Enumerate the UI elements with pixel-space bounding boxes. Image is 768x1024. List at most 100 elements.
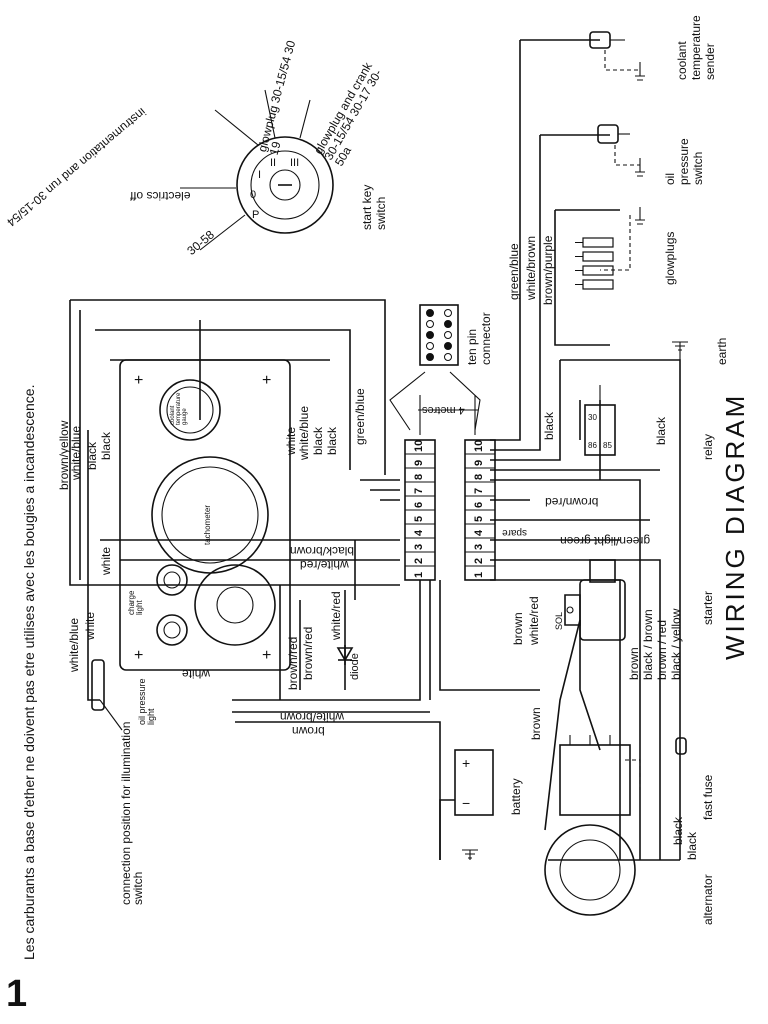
wire-white-brown-right: white/brown [524,235,538,300]
connector-pin-number: 3 [413,543,425,550]
svg-text:+: + [134,647,143,664]
wire-black-4: black [325,426,339,455]
connector-pin-number: 4 [413,529,425,536]
earth-label: earth [715,337,729,365]
wire-black-relay: black [542,411,556,440]
wire-white-red-bottom: white/red [329,591,343,640]
wire-black-brown-right: black / brown [641,609,655,680]
fast-fuse-label: fast fuse [701,774,715,820]
wire-black-relay-2: black [654,416,668,445]
wire-black-yellow-right: black / yellow [669,608,683,680]
glowplug [582,251,614,262]
wire-black-alt-2: black [685,831,699,860]
connector-pin-number: 2 [413,557,425,564]
ten-pin-dot [444,353,452,361]
pos-roman-III: III [290,157,300,169]
ten-pin-dot [444,309,452,317]
instrument-panel: + + + + [119,359,291,671]
relay-label: relay [701,433,715,460]
ten-pin-dot [426,353,434,361]
connector-pin-number: 6 [413,501,425,508]
wire-white-blue-mid: white/blue [297,405,311,460]
svg-text:−: − [462,795,470,811]
fast-fuse [675,737,687,755]
wire-white-brown-bottom: white/brown [280,710,345,724]
connector-pin-number: 8 [473,473,485,480]
ten-pin-label: ten pin connector [465,312,494,365]
pos-roman-0: 0 [250,189,257,201]
svg-text:+: + [462,755,470,771]
wire-brown-red-harness: brown/red [545,495,599,509]
right-harness [490,39,681,861]
connector-pin-number: 10 [413,439,425,452]
svg-text:85: 85 [603,441,612,450]
pos-electrics-off: electrics off [130,189,191,203]
battery: + − [439,749,494,860]
ten-pin-dot [426,342,434,350]
wire-white-blue-top: white/blue [69,425,83,480]
page-number: 1 [6,973,28,1015]
connector-pin-number: 3 [473,543,485,550]
connector-pin-number: 8 [413,473,425,480]
glowplug [582,279,614,290]
wire-white-bottom: white [182,667,211,681]
connector-pin-number: 5 [473,515,485,522]
ten-pin-dot [444,342,452,350]
ten-pin-dot [444,320,452,328]
connector-pin-number: 2 [473,557,485,564]
oil-pressure-switch-label: oil pressure switch [663,138,705,185]
coolant-gauge-label: coolant temperature gauge [170,392,188,425]
ten-pin-dot [426,320,434,328]
side-note: Les carburants a base d'ether ne doivent… [21,384,37,960]
wire-green-blue-mid: green/blue [353,388,367,445]
wire-brown-starter: brown [511,612,525,645]
connector-pin-number: 7 [473,487,485,494]
starter-label: starter [701,590,715,625]
connector-pin-number: 5 [413,515,425,522]
four-metres-label: 4 metres [422,404,465,416]
wire-brown-red-right: brown / red [655,619,669,680]
wire-green-blue-right: green/blue [507,243,521,300]
wire-black-1: black [85,441,99,470]
battery-label: battery [509,778,523,815]
glowplug [582,237,614,248]
glowplugs [575,237,614,290]
glowplugs-label: glowplugs [663,231,677,285]
coolant-sender [589,31,625,49]
connector-bracket [389,371,481,435]
key-switch [180,89,334,251]
wire-brown-red-bottom: brown/red [286,636,300,690]
wire-white-red-top: white/red [300,558,349,572]
ten-pin-icon [419,304,459,366]
wire-black-2: black [99,431,113,460]
wire-brown-right-1: brown [627,647,641,680]
coolant-sender-label: coolant temperature sender [675,15,717,80]
connector-pin-number: 4 [473,529,485,536]
key-switch-label: start key switch [360,184,389,230]
ten-pin-dot [426,331,434,339]
spare-label: spare [502,527,528,538]
illumination-connector [91,659,123,731]
svg-text:+: + [262,372,271,389]
wire-white-blue-left: white/blue [67,617,81,672]
wire-brown-purple: brown/purple [541,235,555,305]
tachometer-label: tachometer [203,504,212,545]
wire-white-red-starter: white/red [527,596,541,645]
wire-brown-bottom: brown [292,724,325,738]
diode-label: diode [349,653,361,680]
wire-white-panel: white [99,546,113,575]
wire-white-mid: white [284,426,298,455]
svg-text:86: 86 [588,441,597,450]
diagram-title: WIRING DIAGRAM [720,392,750,660]
wire-black-3: black [311,426,325,455]
illumination-label: connection position for illumination swi… [119,721,145,905]
oil-pressure-light-label: oil pressure light [137,678,156,725]
glowplug [582,265,614,276]
diode-symbol [336,645,354,665]
sol-label: SOL [554,611,564,630]
alternator [544,735,641,916]
oil-pressure-switch [597,124,630,144]
pos-roman-I: I [258,169,262,181]
